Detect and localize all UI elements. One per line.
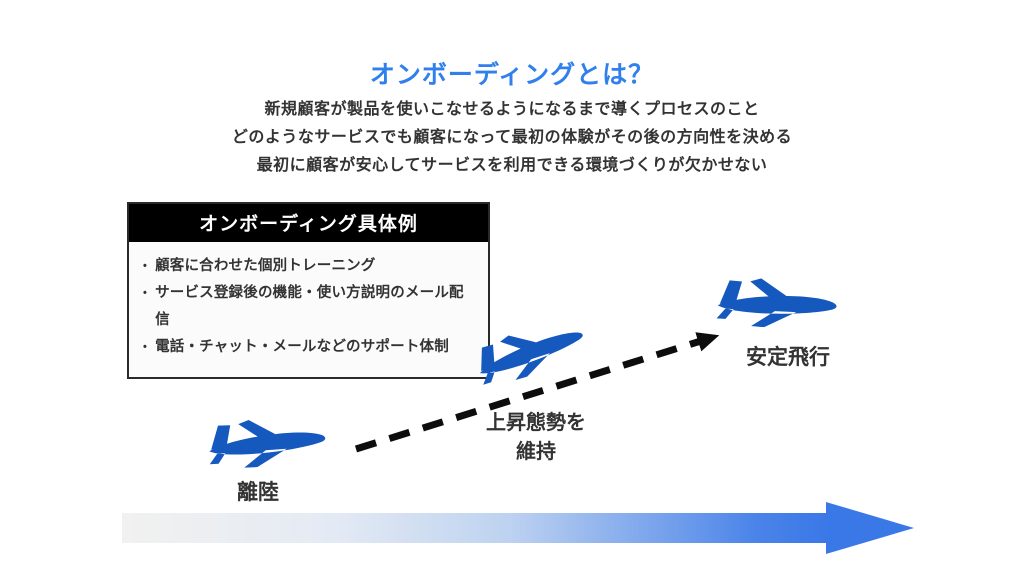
ascending-dashed-arrow-icon (354, 332, 720, 453)
description-block: 新規顧客が製品を使いこなせるようになるまで導くプロセスのこと どのようなサービス… (0, 96, 1024, 180)
list-item-text: 顧客に合わせた個別トレーニング (155, 258, 376, 274)
example-box-header: オンボーディング具体例 (129, 204, 488, 242)
stage-label-ascent-line2: 維持 (516, 441, 556, 463)
page-title: オンボーディングとは？ (369, 61, 655, 89)
bullet-icon: • (143, 260, 148, 272)
airplane-icon-stable (715, 277, 837, 329)
list-item: • サービス登録後の機能・使い方説明のメール配信 (143, 280, 478, 334)
example-box: オンボーディング具体例 • 顧客に合わせた個別トレーニング • サービス登録後の… (127, 202, 490, 379)
stage-label-takeoff: 離陸 (237, 481, 279, 504)
list-item: • 電話・チャット・メールなどのサポート体制 (143, 334, 478, 361)
list-item-text: 電話・チャット・メールなどのサポート体制 (155, 339, 449, 355)
list-item: • 顧客に合わせた個別トレーニング (143, 253, 478, 280)
bullet-icon: • (143, 341, 148, 353)
stage-label-ascent-line1: 上昇態勢を (486, 412, 586, 434)
example-list: • 顧客に合わせた個別トレーニング • サービス登録後の機能・使い方説明のメール… (129, 242, 488, 377)
timeline-arrow-bar (122, 513, 827, 543)
description-line: 新規顧客が製品を使いこなせるようになるまで導くプロセスのこと (264, 101, 760, 118)
description-line: どのようなサービスでも顧客になって最初の体験がその後の方向性を決める (231, 129, 793, 146)
airplane-icon-takeoff (204, 409, 328, 474)
bullet-icon: • (143, 287, 148, 299)
stage-label-ascent: 上昇態勢を 維持 (471, 409, 601, 467)
stage-label-stable: 安定飛行 (746, 346, 830, 369)
list-item-text: サービス登録後の機能・使い方説明のメール配信 (155, 285, 464, 328)
timeline-arrow-head-icon (826, 502, 914, 554)
description-line: 最初に顧客が安心してサービスを利用できる環境づくりが欠かせない (256, 157, 768, 174)
